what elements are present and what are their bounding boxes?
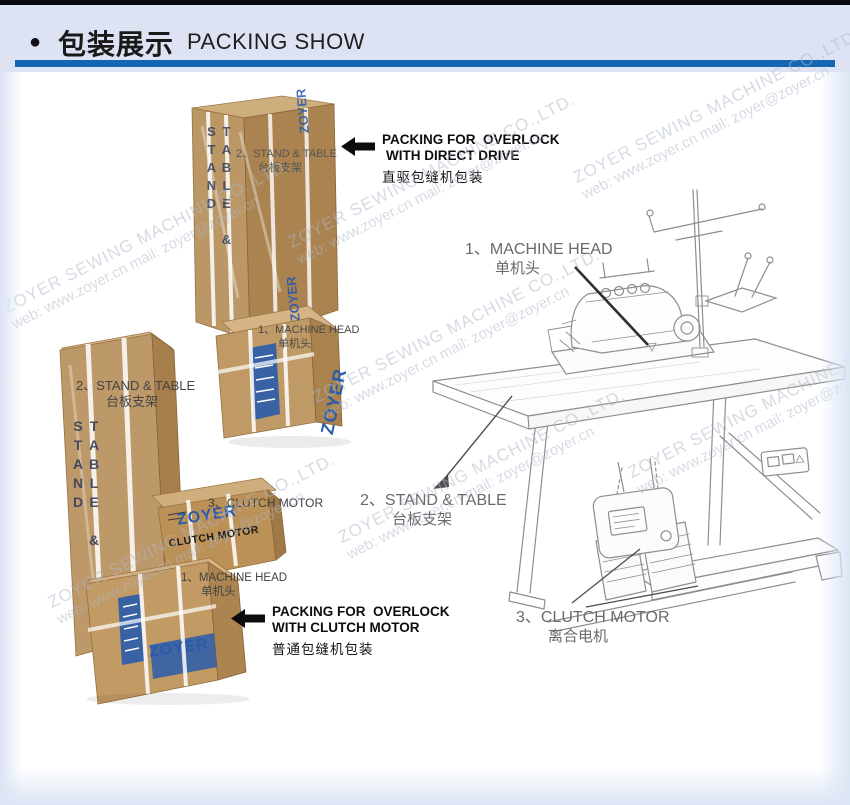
machine-head-carton — [215, 305, 352, 448]
clutch-motor-sketch — [592, 457, 680, 559]
diagram-label-clutch-motor: 3、CLUTCH MOTOR 离合电机 — [516, 609, 670, 645]
photo-bottom-stack — [59, 331, 287, 705]
pointer-lines — [433, 266, 699, 608]
thread-stand-sketch — [646, 189, 778, 358]
switch-box-sketch — [760, 447, 810, 477]
header-underline — [15, 60, 835, 67]
section-title-zh: 包装展示 — [58, 29, 175, 60]
callout-line: WITH CLUTCH MOTOR — [272, 620, 420, 635]
diagram-label-machine-head: 1、MACHINE HEAD 单机头 — [465, 241, 613, 277]
clutch-motor-carton — [151, 477, 287, 583]
photo-top-stack — [191, 95, 352, 448]
callout-line: PACKING FOR OVERLOCK — [382, 132, 560, 147]
callout-line: WITH DIRECT DRIVE — [386, 148, 520, 163]
top-border — [0, 0, 850, 5]
bottom-edge-gradient — [0, 767, 850, 805]
watermark: ZOYER SEWING MACHINE CO.,LTD.web: www.zo… — [625, 319, 850, 498]
diagram-label-stand-table: 2、STAND & TABLE 台板支架 — [360, 492, 507, 528]
table-top-sketch — [432, 338, 846, 477]
tall-carton — [191, 95, 339, 341]
stand-frame — [508, 389, 843, 633]
left-edge-gradient — [0, 72, 22, 805]
section-header: ● 包装展示 PACKING SHOW — [0, 5, 850, 72]
callout-line-zh: 直驱包缝机包装 — [382, 170, 484, 185]
bullet-icon: ● — [29, 31, 42, 53]
callout-line: PACKING FOR OVERLOCK — [272, 604, 450, 619]
machine-head-carton — [85, 557, 250, 705]
callout-direct-drive: PACKING FOR OVERLOCK WITH DIRECT DRIVE 直… — [341, 132, 560, 186]
overlock-head-sketch — [547, 258, 716, 375]
watermark: ZOYER SEWING MACHINE CO.,LTD.web: www.zo… — [310, 244, 604, 423]
callout-line-zh: 普通包缝机包装 — [272, 642, 374, 657]
right-edge-gradient — [820, 72, 850, 805]
watermark: ZOYER SEWING MACHINE CO.,LTD.web: www.zo… — [335, 384, 629, 563]
section-title-en: PACKING SHOW — [187, 29, 365, 54]
